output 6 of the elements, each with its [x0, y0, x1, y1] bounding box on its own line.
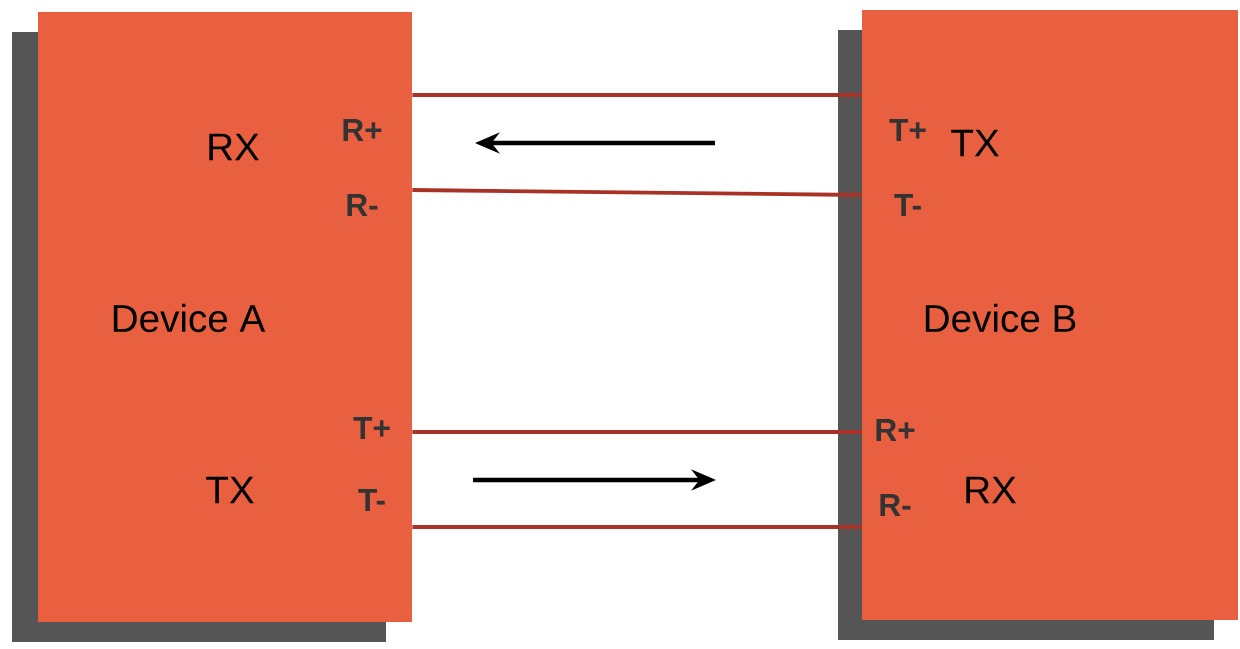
wire-line — [412, 525, 862, 529]
device-box: RX R+ R- Device A T+ TX T- — [12, 12, 412, 642]
wire-line — [412, 430, 862, 434]
device-box: T+ TX T- Device B R+ RX R- — [838, 10, 1238, 640]
wire-line — [412, 188, 862, 197]
wire-line — [412, 93, 862, 97]
